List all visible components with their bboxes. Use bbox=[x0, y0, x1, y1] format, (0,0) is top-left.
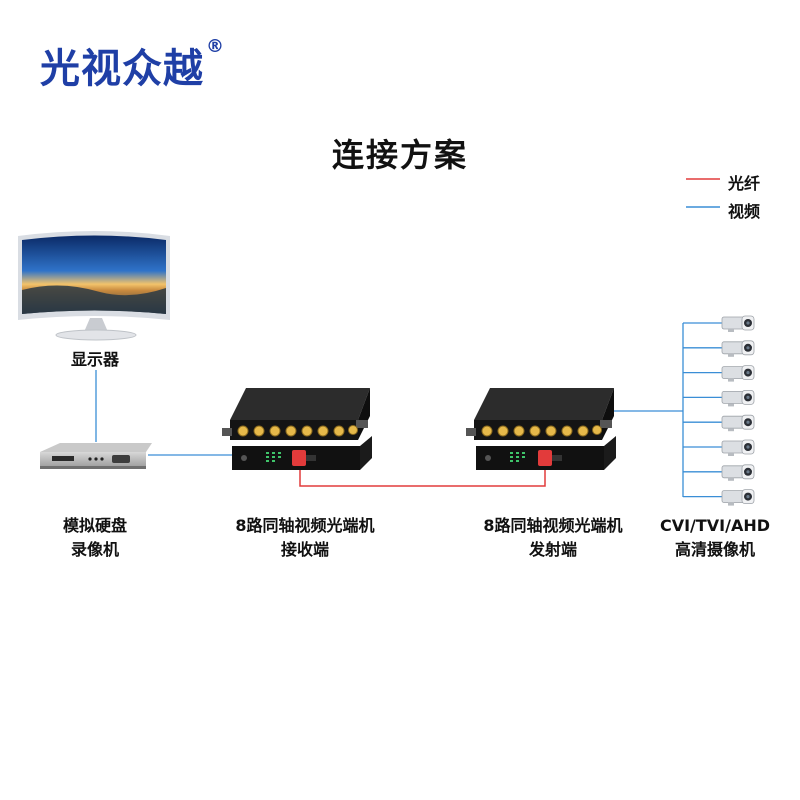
dvr-label-line1: 模拟硬盘 bbox=[62, 516, 127, 535]
transmitter-label-line1: 8路同轴视频光端机 bbox=[483, 516, 623, 535]
camera-icon bbox=[721, 464, 755, 481]
registered-mark: ® bbox=[206, 36, 225, 57]
monitor-label-text: 显示器 bbox=[70, 350, 119, 369]
camera-label-line1: CVI/TVI/AHD bbox=[659, 516, 771, 535]
camera-branches bbox=[683, 322, 722, 498]
brand-logo: 光视众越® bbox=[40, 36, 225, 94]
monitor-icon bbox=[18, 231, 170, 341]
fiber-cable bbox=[299, 468, 546, 487]
camera-label-line2: 高清摄像机 bbox=[674, 540, 755, 559]
camera-icon bbox=[721, 439, 755, 456]
bnc-connectors bbox=[481, 425, 602, 437]
transmitter-label: 8路同轴视频光端机 发射端 bbox=[463, 514, 643, 562]
transmitter-label-line2: 发射端 bbox=[528, 540, 577, 559]
dvr-label: 模拟硬盘 录像机 bbox=[40, 514, 150, 562]
legend-fiber-label: 光纤 bbox=[728, 174, 761, 193]
receiver-label-line1: 8路同轴视频光端机 bbox=[235, 516, 375, 535]
page-title: 连接方案 bbox=[331, 136, 468, 174]
camera-icon bbox=[721, 340, 755, 357]
bnc-connectors bbox=[237, 425, 358, 437]
camera-icon bbox=[721, 414, 755, 432]
video-cables bbox=[95, 323, 684, 497]
camera-group bbox=[721, 315, 755, 506]
receiver-label: 8路同轴视频光端机 接收端 bbox=[215, 514, 395, 562]
camera-icon bbox=[721, 365, 755, 382]
receiver-label-line2: 接收端 bbox=[280, 540, 329, 559]
receiver-device bbox=[222, 388, 372, 470]
transmitter-device bbox=[466, 388, 616, 470]
dvr-icon bbox=[40, 443, 152, 469]
brand-name: 光视众越 bbox=[40, 46, 204, 92]
camera-icon bbox=[721, 315, 755, 332]
camera-icon bbox=[721, 389, 755, 407]
legend-video-label: 视频 bbox=[728, 202, 761, 221]
monitor-label: 显示器 bbox=[50, 348, 140, 372]
camera-label: CVI/TVI/AHD 高清摄像机 bbox=[650, 514, 780, 562]
camera-icon bbox=[721, 489, 755, 506]
dvr-label-line2: 录像机 bbox=[70, 540, 119, 559]
